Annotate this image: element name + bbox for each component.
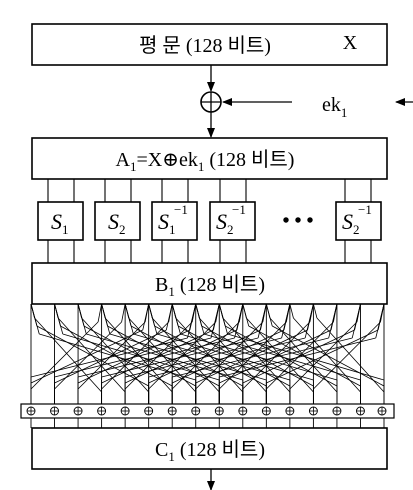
sbox-to-b1-lines [47, 240, 372, 263]
key-label: ek1 [322, 94, 347, 120]
sbox [335, 201, 382, 241]
diffusion-wire [148, 337, 306, 378]
a1-block [31, 137, 388, 180]
diffusion-wire [142, 303, 150, 331]
diffusion-wire [77, 329, 191, 384]
a1-to-sbox-lines [47, 179, 372, 202]
diffusion-wire [242, 303, 250, 327]
diffusion-wire [293, 317, 361, 393]
sbox-label: S2 [216, 209, 234, 237]
diffusion-wire [289, 303, 294, 319]
diffusion-wire [281, 303, 291, 339]
diffusion-wire [316, 317, 385, 393]
diffusion-wire [30, 329, 143, 384]
diffusion-wire [101, 303, 111, 335]
b1-block [31, 262, 388, 305]
diffusion-wire [171, 303, 181, 335]
diffusion-wire [257, 303, 267, 339]
diffusion-wire [195, 303, 205, 335]
xor-operators [26, 406, 387, 428]
plaintext-label: 평 문 (128 비트) [139, 34, 271, 57]
diffusion-wire [54, 329, 167, 384]
sbox-label: S2 [108, 209, 126, 237]
sbox [209, 201, 256, 241]
diffusion-wire [313, 321, 381, 390]
diffusion-wire [125, 337, 282, 378]
sbox-superscript: −1 [232, 202, 246, 217]
diffusion-wire [165, 303, 173, 331]
diffusion-wire [234, 303, 244, 339]
diffusion-wire [195, 329, 308, 384]
sbox [151, 201, 198, 241]
c1-label: C1 (128 비트) [155, 438, 265, 464]
diffusion-wire [242, 329, 355, 384]
diffusion-wire [328, 303, 338, 339]
diffusion-wire [30, 303, 40, 335]
sbox-label: S1 [158, 209, 176, 237]
sbox-row: S1 S2 S1 −1 S2 −1 • • • S2 −1 [37, 201, 382, 241]
sbox-superscript: −1 [358, 202, 372, 217]
diffusion-wiring [30, 303, 385, 404]
diffusion-wire [54, 337, 212, 378]
diffusion-wire [30, 337, 188, 378]
diffusion-wire [195, 337, 353, 378]
plaintext-block [31, 23, 388, 66]
diffusion-wire [172, 329, 285, 384]
diffusion-wire [124, 303, 134, 335]
diffusion-wire [148, 329, 261, 384]
diffusion-wire [54, 303, 64, 335]
diffusion-wire [77, 337, 235, 378]
sbox-superscript: −1 [174, 202, 188, 217]
diffusion-wire [97, 303, 102, 323]
diffusion-wire [187, 303, 197, 339]
diffusion-wire [351, 303, 361, 339]
diffusion-wire [304, 303, 314, 339]
plaintext-symbol: X [343, 32, 358, 54]
b1-label: B1 (128 비트) [155, 273, 265, 299]
diffusion-wire [77, 303, 87, 335]
sbox-label: S1 [51, 209, 69, 237]
xor-strip [20, 403, 395, 419]
a1-label: A1=X⊕ek1 (128 비트) [116, 148, 295, 174]
c1-block [31, 427, 388, 470]
sbox [94, 201, 141, 241]
diffusion-wire [219, 337, 376, 378]
sbox-label: S2 [342, 209, 360, 237]
diffusion-wire [210, 303, 220, 339]
diffusion-wire [148, 303, 158, 335]
diffusion-wire [101, 337, 259, 378]
diffusion-wire [218, 303, 228, 335]
sbox-ellipsis: • • • [282, 210, 313, 232]
diffusion-wire [266, 329, 379, 384]
diffusion-wire [219, 329, 332, 384]
diffusion-wire [375, 303, 385, 339]
sbox [37, 201, 84, 241]
diffusion-wire [101, 329, 214, 384]
diffusion-wire [313, 303, 318, 319]
diffusion-wire [124, 329, 238, 384]
key-xor-operator [200, 91, 222, 113]
diffusion-wire [265, 303, 273, 327]
diffusion-wire [121, 303, 126, 323]
diffusion-wire [172, 337, 329, 378]
